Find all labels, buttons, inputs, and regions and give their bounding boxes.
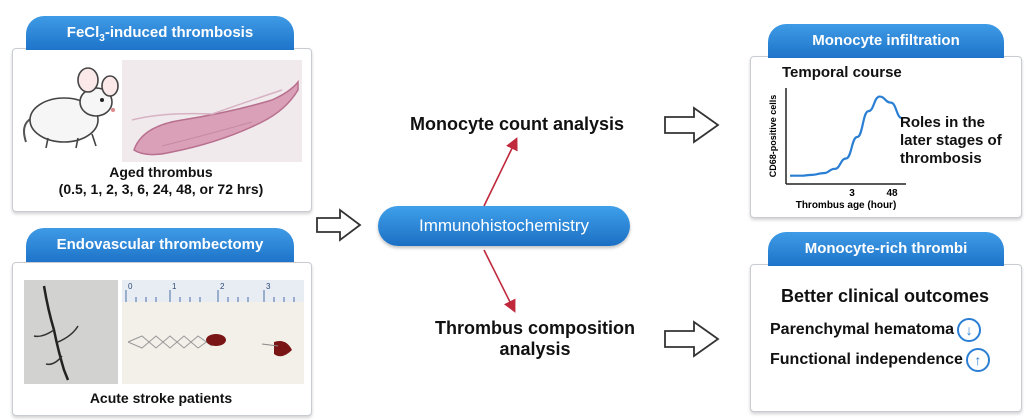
output-arrow-top-icon <box>664 106 720 144</box>
retrieved-clot-stent: 0 1 2 3 <box>122 280 304 384</box>
chart-note: Roles in the later stages of thrombosis <box>900 114 1002 168</box>
aged-thrombus-caption: Aged thrombus (0.5, 1, 2, 3, 6, 24, 48, … <box>14 164 308 198</box>
chart-series-line <box>790 95 903 177</box>
outcome-item-hematoma: Parenchymal hematoma↓ <box>770 318 982 342</box>
monocyte-rich-tab-title: Monocyte-rich thrombi <box>804 240 968 257</box>
ruler-tick-0: 0 <box>128 282 133 291</box>
fecl3-tab: FeCl3-induced thrombosis <box>26 16 294 50</box>
monocyte-infiltration-tab: Monocyte infiltration <box>768 24 1004 58</box>
chart-y-label: CD68-positive cells <box>768 95 778 178</box>
branch-arrows-icon <box>483 137 518 313</box>
chart-x-tick-1: 48 <box>886 188 898 199</box>
monocyte-infiltration-tab-title: Monocyte infiltration <box>812 32 960 49</box>
ruler-tick-2: 2 <box>220 282 225 291</box>
chart-title: Temporal course <box>782 64 902 81</box>
fecl3-tab-sub: 3 <box>99 33 105 44</box>
clinical-outcomes-heading: Better clinical outcomes <box>780 286 990 306</box>
independence-label: Functional independence <box>770 351 963 369</box>
ruler-tick-3: 3 <box>266 282 271 291</box>
thrombectomy-tab: Endovascular thrombectomy <box>26 228 294 262</box>
input-arrow-icon <box>316 208 362 242</box>
fecl3-tab-title: FeCl <box>66 24 100 41</box>
thrombus-composition-line2: analysis <box>499 339 571 359</box>
ruler-tick-1: 1 <box>172 282 177 291</box>
monocyte-rich-tab: Monocyte-rich thrombi <box>768 232 1004 266</box>
aged-thrombus-times: (0.5, 1, 2, 3, 6, 24, 48, or 72 hrs) <box>58 181 264 197</box>
outcome-item-independence: Functional independence↑ <box>770 348 990 372</box>
chart-note-line2: later stages of <box>900 132 1002 149</box>
thrombectomy-tab-title: Endovascular thrombectomy <box>56 236 264 253</box>
hematoma-label: Parenchymal hematoma <box>770 321 955 339</box>
acute-stroke-caption: Acute stroke patients <box>89 390 233 406</box>
angiogram <box>24 280 118 384</box>
thrombus-composition-line1: Thrombus composition <box>435 318 635 338</box>
output-arrow-bottom-icon <box>664 320 720 358</box>
chart-x-label: Thrombus age (hour) <box>796 200 897 211</box>
monocyte-count-label: Monocyte count analysis <box>410 114 625 134</box>
histology-section <box>122 60 302 162</box>
mouse-icon <box>23 67 119 149</box>
chart-x-tick-0: 3 <box>849 188 855 199</box>
arrow-down-icon: ↓ <box>957 318 982 342</box>
fecl3-tab-title-rest: -induced thrombosis <box>104 24 254 41</box>
chart-note-line1: Roles in the <box>900 114 986 131</box>
aged-thrombus-title: Aged thrombus <box>109 164 213 180</box>
thrombus-composition-label: Thrombus composition analysis <box>420 318 650 360</box>
arrow-up-icon: ↑ <box>965 348 990 372</box>
immunohistochemistry-pill: Immunohistochemistry <box>378 206 630 246</box>
chart-note-line3: thrombosis <box>900 150 982 167</box>
